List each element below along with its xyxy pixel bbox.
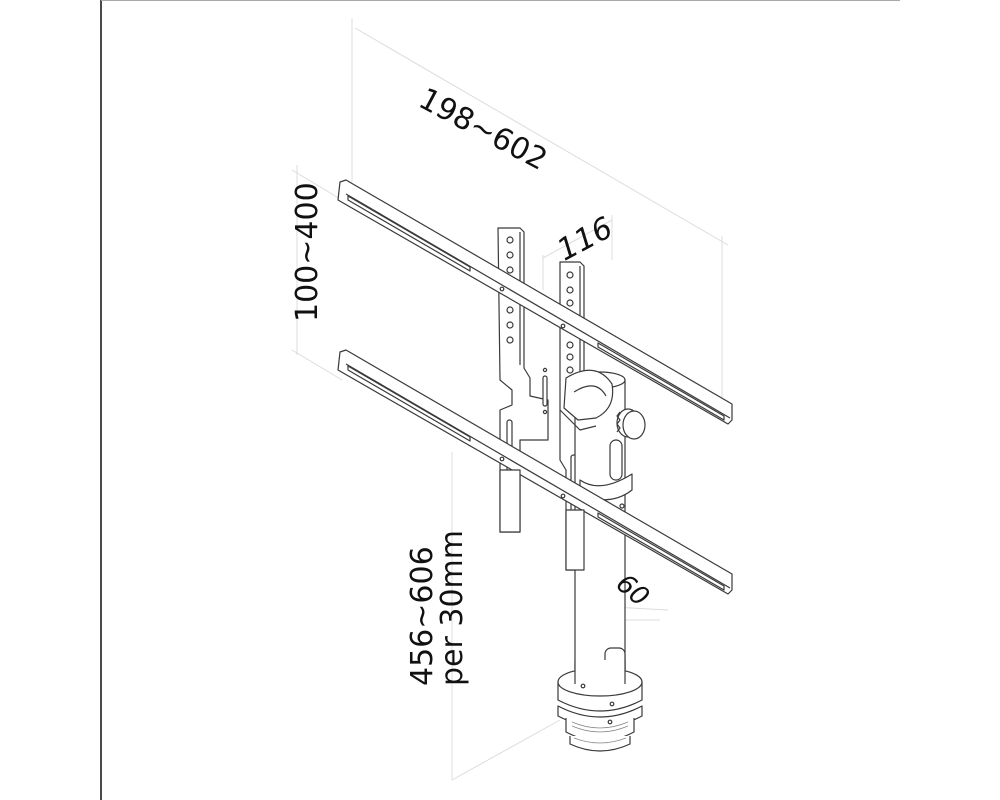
pole-height-dimension: 456~606 per 30mm xyxy=(405,530,470,686)
upper-crossbar xyxy=(337,179,733,425)
frame-left-border xyxy=(100,0,102,800)
frame-top-border xyxy=(101,0,900,1)
dimension-lines xyxy=(291,18,729,781)
locking-knob xyxy=(616,408,646,440)
pole-height-step: per 30mm xyxy=(435,530,470,686)
vesa-height-dimension: 100~400 xyxy=(290,182,325,322)
lower-crossbar xyxy=(337,349,733,595)
tilt-bracket xyxy=(559,369,614,431)
plate-lower-tails xyxy=(499,469,585,571)
pole-height-range: 456~606 xyxy=(405,546,440,686)
desk-clamp-base xyxy=(557,660,643,752)
